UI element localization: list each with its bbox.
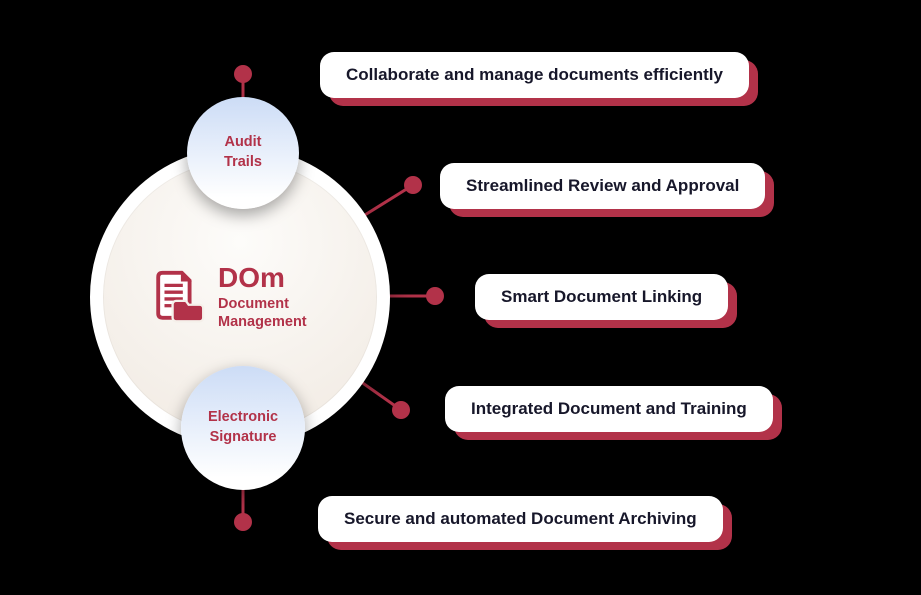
connector-dot [426, 287, 444, 305]
satellite-audit-trails: Audit Trails [187, 97, 299, 209]
connector-dot [234, 65, 252, 83]
feature-pill-document-linking: Smart Document Linking [475, 274, 729, 320]
feature-pill-collaborate: Collaborate and manage documents efficie… [320, 52, 749, 98]
center-title: DOm [218, 262, 285, 294]
feature-pill-review-approval: Streamlined Review and Approval [440, 163, 766, 209]
satellite-electronic-signature-label: Electronic Signature [207, 409, 279, 445]
satellite-electronic-signature: Electronic Signature [181, 366, 305, 490]
central-text-block: DOm Document Management [218, 263, 330, 331]
satellite-audit-trails-label: Audit Trails [224, 134, 262, 170]
document-folder-icon [150, 268, 206, 326]
center-subtitle: Document Management [218, 295, 307, 330]
connector-dot [392, 401, 410, 419]
connector-line-review [359, 183, 414, 220]
feature-pill-document-archiving: Secure and automated Document Archiving [318, 496, 723, 542]
connector-dot [404, 176, 422, 194]
feature-pill-document-training: Integrated Document and Training [445, 386, 773, 432]
central-content: DOm Document Management [150, 263, 330, 331]
connector-dot [234, 513, 252, 531]
